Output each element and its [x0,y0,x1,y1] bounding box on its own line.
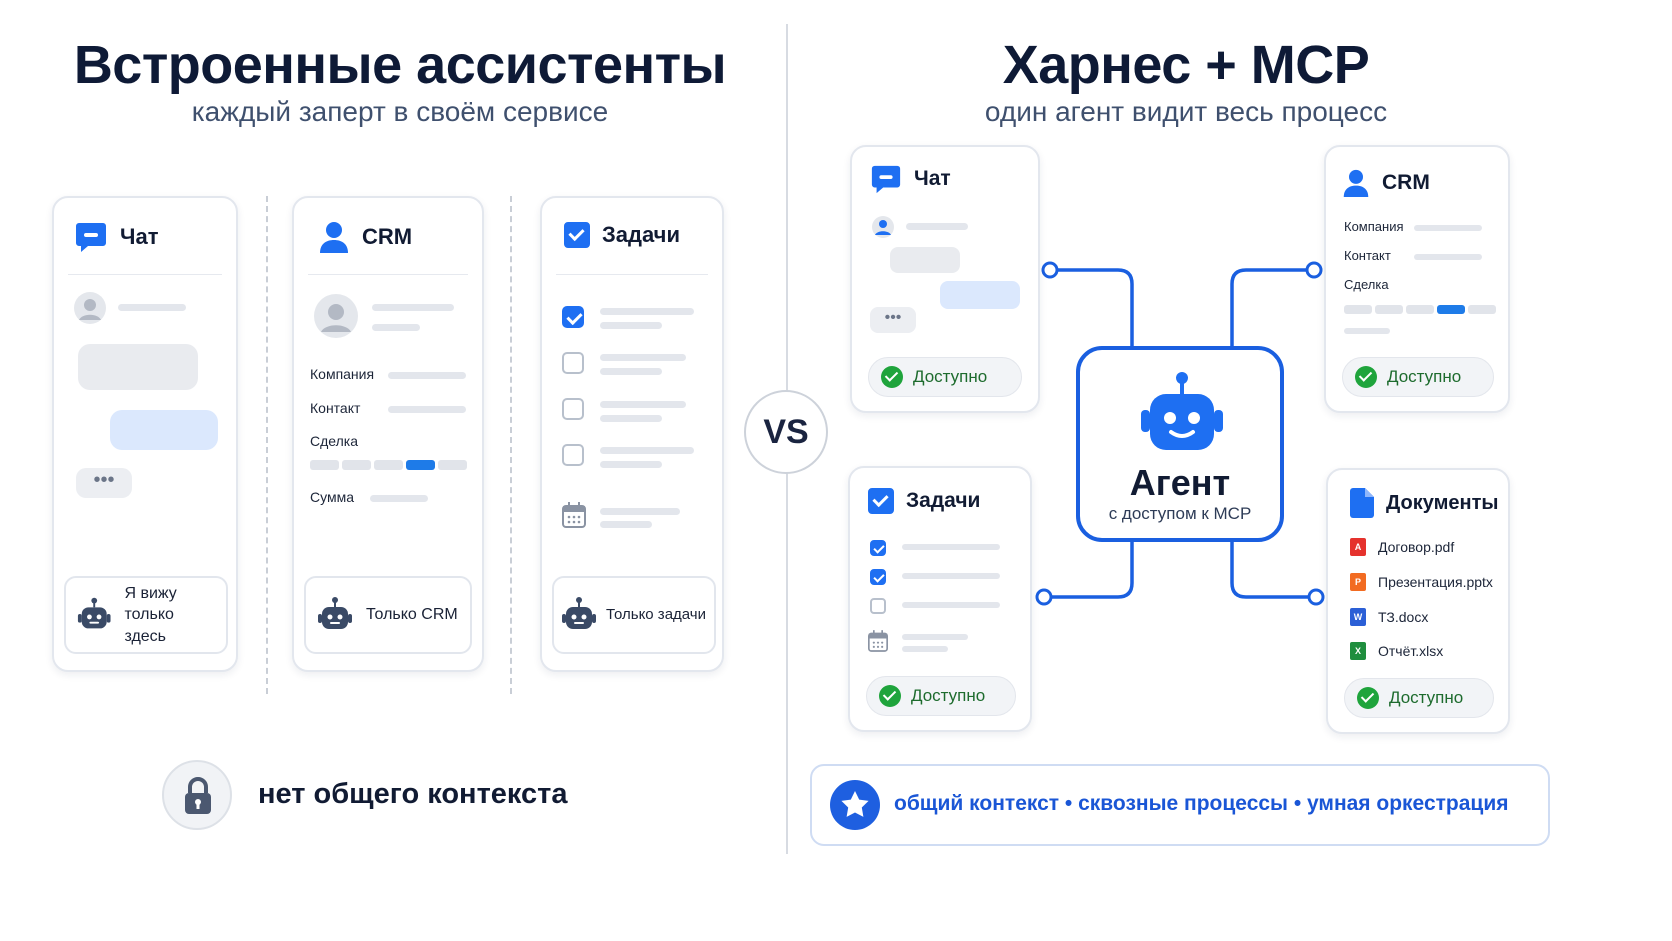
right-crm-title: CRM [1382,171,1430,194]
task-checkbox[interactable] [562,398,584,420]
task-checkbox[interactable] [870,540,886,556]
status-badge: Доступно [1342,357,1494,397]
right-title: Харнес + MCP [1002,35,1370,95]
right-tasks-title: Задачи [906,489,981,512]
chat-icon [76,223,106,252]
status-badge: Доступно [868,357,1022,397]
crm-field-label: Сделка [1344,277,1389,292]
typing-indicator: ••• [76,468,132,498]
crm-field-label: Контакт [310,400,361,416]
right-crm-card: CRM Компания Контакт Сделка Доступно [1324,145,1510,413]
message-bubble [890,247,960,273]
status-badge: Доступно [866,676,1016,716]
crm-bot-box: Только CRM [304,576,472,654]
check-circle-icon [1355,366,1377,388]
left-subtitle: каждый заперт в своём сервисе [191,96,609,127]
message-bubble [110,410,218,450]
avatar-icon [314,294,358,338]
calendar-icon [868,630,888,652]
right-chat-card: Чат ••• Доступно [850,145,1040,413]
checkbox-icon [564,222,590,248]
documents-title: Документы [1386,491,1499,514]
user-icon [320,222,348,253]
left-footer-text: нет общего контекста [258,778,568,810]
vs-badge: VS [744,390,828,474]
chat-bot-box: Я вижу только здесь [64,576,228,654]
file-row[interactable]: P Презентация.pptx [1350,573,1493,591]
crm-card: CRM Компания Контакт Сделка Сумма Только… [292,196,484,672]
lock-badge [162,760,232,830]
task-checkbox[interactable] [562,352,584,374]
check-circle-icon [1357,687,1379,709]
checkbox-icon [868,488,894,514]
right-chat-title: Чат [914,167,951,190]
crm-field-label: Сумма [310,489,354,505]
task-checkbox[interactable] [870,598,886,614]
chat-card-title: Чат [120,224,159,249]
tasks-bot-box: Только задачи [552,576,716,654]
document-icon [1350,488,1374,518]
user-icon [872,216,894,238]
task-checkbox[interactable] [562,444,584,466]
documents-card: Документы A Договор.pdf P Презентация.pp… [1326,468,1510,734]
agent-box: Агент с доступом к MCP [1076,346,1284,542]
status-badge: Доступно [1344,678,1494,718]
message-bubble [940,281,1020,309]
agent-title: Агент [1129,462,1231,503]
pdf-icon: A [1350,538,1366,556]
user-icon [1343,169,1369,197]
agent-subtitle: с доступом к MCP [1108,504,1252,523]
xlsx-icon: X [1350,642,1366,660]
tasks-bot-text: Только задачи [606,605,706,623]
pptx-icon: P [1350,573,1366,591]
vs-label: VS [763,412,809,451]
message-bubble [78,344,198,390]
deal-stage-bar [1344,305,1496,314]
crm-bot-text: Только CRM [366,606,458,624]
star-icon [830,780,880,830]
robot-icon [562,597,596,629]
tasks-card: Задачи Только задачи [540,196,724,672]
file-row[interactable]: A Договор.pdf [1350,538,1454,556]
task-checkbox[interactable] [562,306,584,328]
crm-card-title: CRM [362,224,413,249]
robot-icon [1141,372,1223,450]
deal-stage-bar [310,460,467,470]
chat-icon [871,165,901,194]
crm-field-label: Компания [310,366,375,382]
typing-indicator: ••• [870,307,916,333]
right-tasks-card: Задачи Доступно [848,466,1032,732]
chat-card: Чат ••• Я вижу только здесь [52,196,238,672]
avatar-icon [74,292,106,324]
docx-icon: W [1350,608,1366,626]
left-title: Встроенные ассистенты [73,35,727,95]
crm-field-label: Сделка [310,433,358,449]
tasks-card-title: Задачи [602,222,680,247]
check-circle-icon [881,366,903,388]
right-subtitle: один агент видит весь процесс [984,96,1388,127]
right-footer: общий контекст • сквозные процессы • умн… [810,764,1550,846]
right-footer-text: общий контекст • сквозные процессы • умн… [894,792,1509,815]
chat-bot-text: Я вижу только здесь [124,584,177,645]
robot-icon [77,597,111,629]
file-row[interactable]: W ТЗ.docx [1350,608,1428,626]
crm-field-label: Компания [1344,219,1404,234]
lock-icon [185,777,211,814]
task-checkbox[interactable] [870,569,886,585]
calendar-icon [562,502,586,528]
crm-field-label: Контакт [1344,248,1391,263]
check-circle-icon [879,685,901,707]
robot-icon [318,597,352,629]
file-row[interactable]: X Отчёт.xlsx [1350,642,1443,660]
